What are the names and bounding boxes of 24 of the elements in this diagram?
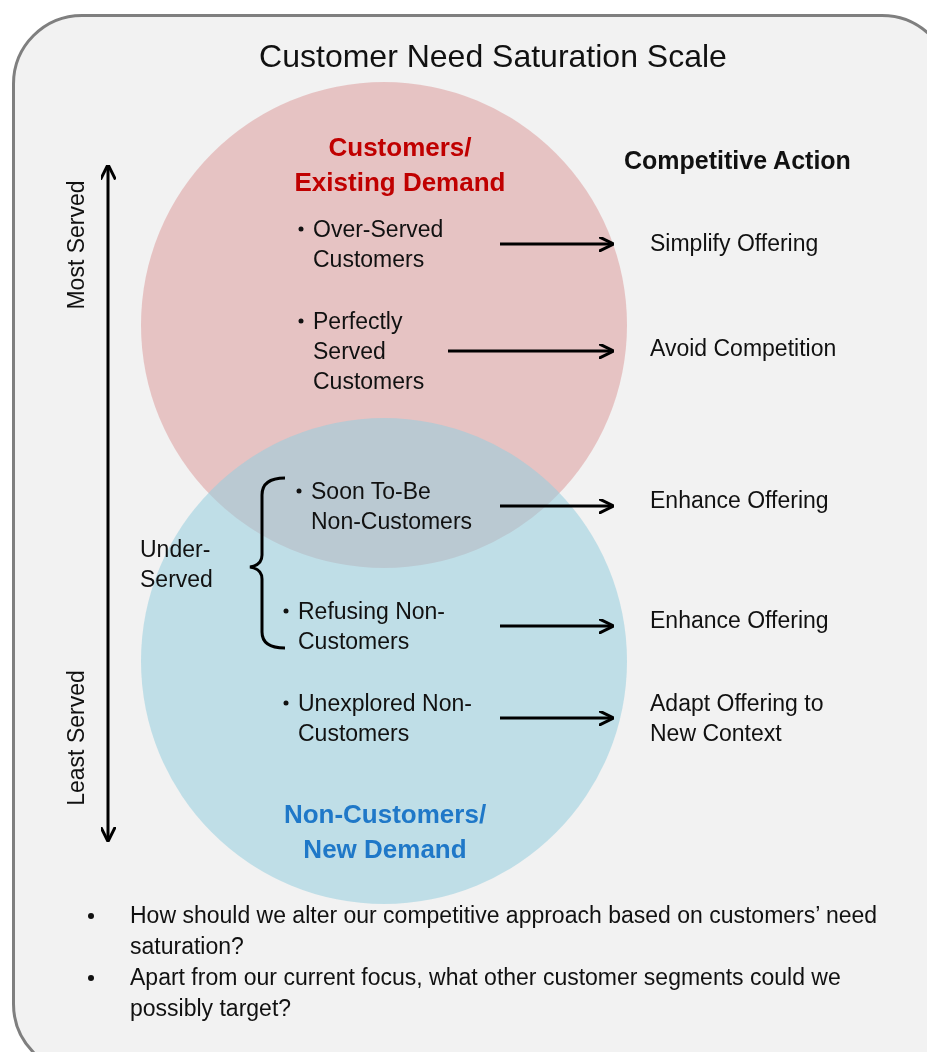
question-text: Apart from our current focus, what other customer segments could we possibly target? — [130, 963, 842, 1023]
action-text: Enhance Offering — [649, 486, 830, 515]
action-text: Enhance Offering — [649, 606, 830, 635]
question-text: How should we alter our competitive approach based on customers’ need saturation? — [130, 901, 879, 961]
bracket-label: Under-Served — [140, 535, 214, 594]
arrow — [500, 617, 615, 635]
circle-heading: Customers/ Existing Demand — [293, 131, 507, 199]
segment-text: Soon To-Be Non-Customers — [296, 476, 500, 536]
segment-text: Unexplored Non-Customers — [283, 688, 500, 748]
action-text: Adapt Offering to New Context — [649, 689, 825, 748]
segment-text: Over-Served Customers — [298, 214, 500, 274]
arrow — [448, 342, 615, 360]
axis-label: Least Served — [62, 670, 90, 806]
segment-text: Refusing Non-Customers — [283, 596, 500, 656]
action-text: Simplify Offering — [649, 229, 820, 258]
action-text: Avoid Competition — [649, 334, 838, 363]
segment-text: Perfectly Served Customers — [298, 306, 448, 396]
arrow — [500, 235, 615, 253]
axis-label: Most Served — [62, 180, 90, 310]
circle-heading: Non-Customers/ New Demand — [282, 798, 488, 866]
arrow — [500, 497, 615, 515]
arrow — [500, 709, 615, 727]
title: Customer Need Saturation Scale — [258, 38, 728, 75]
column-heading: Competitive Action — [624, 145, 851, 175]
